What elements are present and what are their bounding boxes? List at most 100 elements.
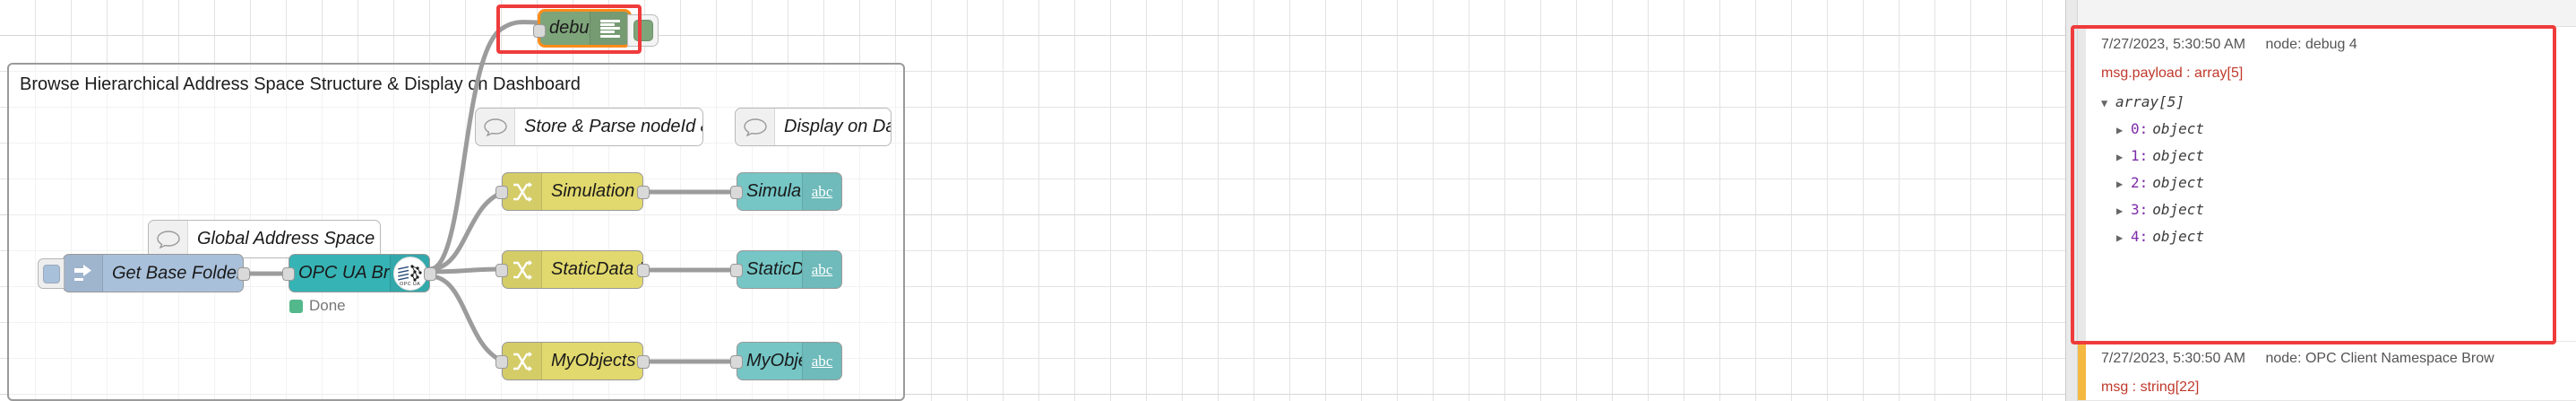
chevron-right-icon[interactable]: ▶ — [2116, 205, 2124, 217]
flow-canvas[interactable]: Browse Hierarchical Address Space Struct… — [0, 0, 2065, 401]
node-myobjects-folder[interactable]: MyObjects Folder — [495, 342, 650, 380]
node-label: Simulation Folder — [551, 181, 642, 201]
comment-bubble-icon — [736, 109, 775, 145]
node-label: MyObjects Folder — [551, 351, 642, 370]
node-label: Get Base Folder Structure1 — [112, 263, 243, 283]
grid-line — [0, 214, 2065, 215]
node-label: OPC UA Browser — [298, 263, 390, 283]
comment-bubble-icon — [476, 109, 515, 145]
tree-item-key: 2: — [2131, 174, 2149, 191]
node-input-port[interactable] — [730, 264, 743, 277]
chevron-right-icon[interactable]: ▶ — [2116, 231, 2124, 244]
comment-bubble-icon — [149, 221, 188, 257]
inject-trigger-button[interactable] — [38, 258, 65, 289]
chevron-down-icon[interactable]: ▼ — [2101, 97, 2108, 109]
tree-item-value: object — [2152, 174, 2205, 191]
node-inject-get-base-folder[interactable]: Get Base Folder Structure1 — [38, 254, 250, 292]
tree-item-key: 1: — [2131, 147, 2149, 164]
chevron-right-icon[interactable]: ▶ — [2116, 124, 2124, 136]
opc-ua-logo-icon: OPC UA — [390, 255, 429, 292]
node-input-port[interactable] — [495, 355, 508, 369]
tree-item[interactable]: ▶ 1: object — [2101, 147, 2576, 164]
node-label: StaticData — [746, 259, 802, 279]
node-output-port[interactable] — [637, 355, 650, 369]
comment-label: Global Address Space Folder Browse — [197, 229, 380, 248]
node-output-port[interactable] — [637, 264, 650, 277]
tree-item[interactable]: ▶ 2: object — [2101, 174, 2576, 191]
status-dot — [289, 299, 303, 313]
node-output-port[interactable] — [637, 186, 650, 199]
payload-tree[interactable]: ▼ array[5] ▶ 0: object ▶ 1: object ▶ — [2101, 93, 2576, 245]
debug-message-2[interactable]: 7/27/2023, 5:30:50 AM node: OPC Client N… — [2078, 342, 2576, 401]
node-input-port[interactable] — [730, 186, 743, 199]
tree-item-value: object — [2152, 120, 2205, 137]
node-status: Done — [289, 297, 346, 315]
tree-item[interactable]: ▶ 3: object — [2101, 201, 2576, 218]
tree-item-value: object — [2152, 201, 2205, 218]
comment-display-dashboard[interactable]: Display on Dashboard — [735, 108, 892, 146]
tree-item-value: object — [2152, 147, 2205, 164]
abc-icon-text: abc — [811, 183, 833, 200]
node-input-port[interactable] — [730, 355, 743, 369]
switch-icon — [503, 343, 542, 379]
hamburger-icon — [590, 12, 629, 45]
message-accent-bar — [2078, 28, 2086, 341]
node-output-port[interactable] — [237, 267, 250, 281]
message-timestamp: 7/27/2023, 5:30:50 AM — [2101, 37, 2246, 52]
message-meta: 7/27/2023, 5:30:50 AM node: OPC Client N… — [2101, 351, 2576, 367]
node-opc-ua-browser[interactable]: OPC UA Browser — [282, 254, 436, 314]
abc-icon-text: abc — [811, 261, 833, 278]
switch-icon — [503, 251, 542, 288]
debug-message-1[interactable]: 7/27/2023, 5:30:50 AM node: debug 4 msg.… — [2078, 28, 2576, 342]
abc-text-icon: abc — [802, 343, 841, 379]
status-label: Done — [309, 297, 346, 314]
grid-line — [0, 35, 2065, 36]
node-input-port[interactable] — [533, 24, 546, 38]
tree-root-label: array[5] — [2115, 93, 2185, 110]
node-input-port[interactable] — [282, 267, 295, 281]
node-label: MyObjects — [746, 351, 802, 370]
message-accent-bar — [2078, 342, 2086, 400]
tree-root-row[interactable]: ▼ array[5] — [2101, 93, 2576, 110]
message-topic: msg.payload : array[5] — [2101, 65, 2244, 81]
chevron-right-icon[interactable]: ▶ — [2116, 178, 2124, 190]
tree-item-key: 0: — [2131, 120, 2149, 137]
comment-store-parse[interactable]: Store & Parse nodeId & browseName — [475, 108, 703, 146]
node-input-port[interactable] — [495, 186, 508, 199]
node-output-port[interactable] — [424, 267, 436, 281]
sidebar-top-strip — [2078, 0, 2576, 27]
grid-line — [0, 394, 2065, 395]
tree-item[interactable]: ▶ 0: object — [2101, 120, 2576, 137]
debug-sidebar[interactable]: 7/27/2023, 5:30:50 AM node: debug 4 msg.… — [2065, 0, 2576, 401]
abc-icon-text: abc — [811, 353, 833, 370]
sidebar-rail — [2066, 0, 2078, 401]
node-label: debug 4 — [549, 18, 590, 38]
comment-label: Display on Dashboard — [784, 117, 891, 136]
node-dashboard-simulation[interactable]: Simulation abc — [730, 172, 842, 211]
comment-label: Store & Parse nodeId & browseName — [524, 117, 702, 136]
abc-text-icon: abc — [802, 251, 841, 288]
tree-item-key: 3: — [2131, 201, 2149, 218]
debug-enable-toggle[interactable] — [627, 14, 659, 47]
message-node-name: node: OPC Client Namespace Brow — [2265, 351, 2494, 366]
message-timestamp: 7/27/2023, 5:30:50 AM — [2101, 351, 2246, 366]
node-simulation-folder[interactable]: Simulation Folder — [495, 172, 650, 211]
node-dashboard-myobjects[interactable]: MyObjects abc — [730, 342, 842, 380]
node-label: StaticData Folder — [551, 259, 642, 279]
chevron-right-icon[interactable]: ▶ — [2116, 151, 2124, 163]
opc-ua-logo-text: OPC UA — [400, 281, 420, 287]
node-label: Simulation — [746, 181, 802, 201]
node-staticdata-folder[interactable]: StaticData Folder — [495, 250, 650, 289]
message-meta: 7/27/2023, 5:30:50 AM node: debug 4 — [2101, 37, 2576, 53]
comment-global-address-space[interactable]: Global Address Space Folder Browse — [148, 220, 381, 258]
node-input-port[interactable] — [495, 264, 508, 277]
tree-item[interactable]: ▶ 4: object — [2101, 228, 2576, 245]
message-node-name: node: debug 4 — [2265, 37, 2357, 52]
flow-group-title: Browse Hierarchical Address Space Struct… — [20, 74, 581, 94]
message-topic: msg : string[22] — [2101, 379, 2200, 395]
node-debug-4[interactable]: debug 4 — [533, 9, 659, 48]
abc-text-icon: abc — [802, 173, 841, 210]
inject-arrow-icon — [64, 255, 103, 292]
switch-icon — [503, 173, 542, 210]
node-dashboard-staticdata[interactable]: StaticData abc — [730, 250, 842, 289]
